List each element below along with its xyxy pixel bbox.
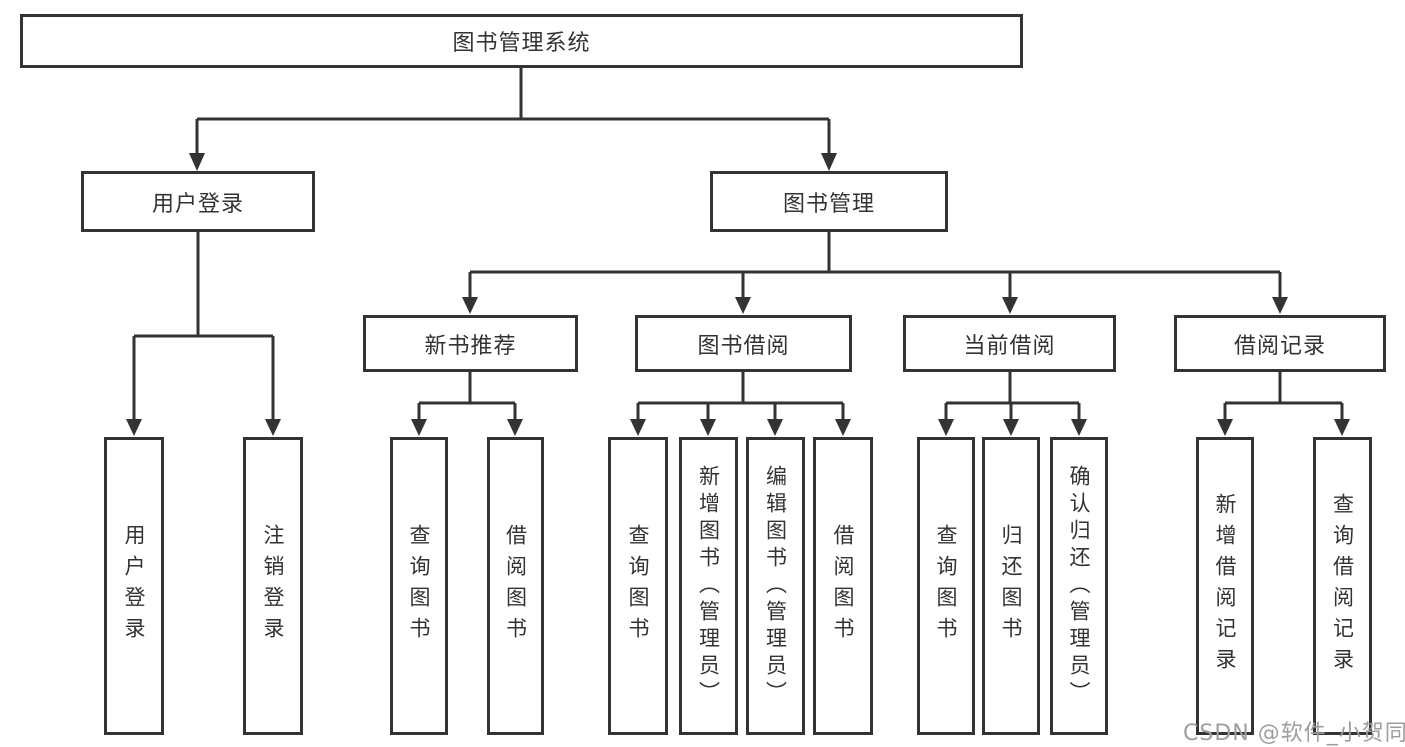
leaf-label: 查询图书: [407, 524, 432, 648]
leaf-query-borrow-record: 查询借阅记录: [1313, 437, 1372, 735]
node-label: 用户登录: [151, 191, 244, 217]
leaf-label: 新增图书（管理员）: [696, 464, 721, 708]
node-book-borrow: 图书借阅: [635, 315, 852, 372]
leaf-logout-login: 注销登录: [243, 437, 303, 735]
node-label: 图书借阅: [697, 333, 790, 359]
leaf-label: 确认归还（管理员）: [1067, 464, 1092, 708]
leaf-label: 用户登录: [122, 524, 147, 648]
leaf-label: 查询图书: [934, 524, 959, 648]
leaf-edit-books-admin: 编辑图书（管理员）: [746, 437, 805, 735]
node-current-borrow: 当前借阅: [903, 315, 1116, 372]
leaf-label: 归还图书: [999, 524, 1024, 648]
leaf-return-books: 归还图书: [982, 437, 1040, 735]
node-label: 当前借阅: [963, 333, 1056, 359]
leaf-borrow-books-borrow: 借阅图书: [813, 437, 873, 735]
node-new-book-recommend: 新书推荐: [363, 315, 578, 372]
leaf-label: 新增借阅记录: [1213, 493, 1238, 679]
leaf-label: 编辑图书（管理员）: [763, 464, 788, 708]
leaf-label: 借阅图书: [831, 524, 856, 648]
leaf-query-books-recommend: 查询图书: [390, 437, 448, 735]
node-label: 图书管理: [782, 191, 875, 217]
leaf-user-login: 用户登录: [104, 437, 164, 735]
leaf-confirm-return-admin: 确认归还（管理员）: [1050, 437, 1108, 735]
node-label: 新书推荐: [424, 333, 517, 359]
leaf-query-books-borrow: 查询图书: [608, 437, 668, 735]
leaf-query-books-current: 查询图书: [917, 437, 975, 735]
node-user-login: 用户登录: [81, 171, 315, 232]
leaf-label: 借阅图书: [503, 524, 528, 648]
node-book-management: 图书管理: [710, 171, 948, 232]
leaf-label: 查询借阅记录: [1330, 493, 1355, 679]
leaf-add-borrow-record: 新增借阅记录: [1196, 437, 1254, 735]
csdn-watermark: CSDN @软件_小贺同学: [1183, 721, 1405, 746]
node-borrow-records: 借阅记录: [1174, 315, 1386, 372]
node-label: 借阅记录: [1233, 333, 1326, 359]
leaf-borrow-books-recommend: 借阅图书: [487, 437, 544, 735]
node-label: 图书管理系统: [452, 31, 591, 56]
leaf-label: 注销登录: [261, 524, 286, 648]
node-book-management-system: 图书管理系统: [20, 14, 1023, 68]
leaf-add-books-admin: 新增图书（管理员）: [679, 437, 738, 735]
leaf-label: 查询图书: [626, 524, 651, 648]
